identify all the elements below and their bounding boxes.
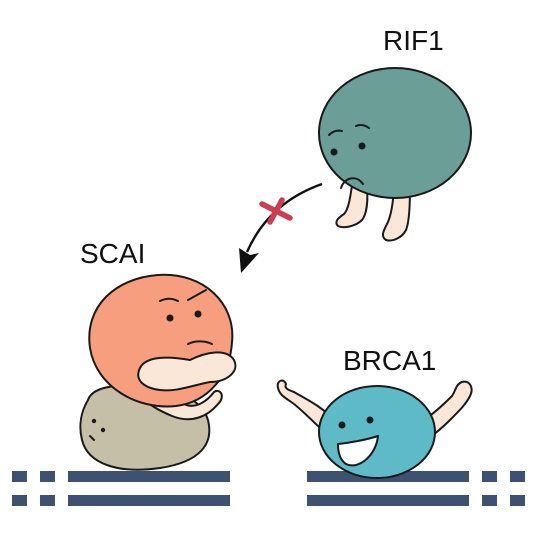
brca1-eye-right [366, 416, 374, 424]
rif1-body [318, 67, 472, 199]
dna-left-stub-1-top [12, 471, 27, 482]
dna-left-strand-bottom [68, 495, 230, 506]
rif1-eye-left [330, 148, 338, 156]
scai-label: SCAI [80, 238, 145, 269]
dna-right-stub-1-bottom [482, 495, 497, 506]
companion-eye-right [100, 427, 106, 433]
rif1-label: RIF1 [383, 25, 444, 56]
scai-eye-left [166, 314, 174, 322]
brca1-body [318, 385, 436, 479]
scai-brow-right [187, 289, 207, 301]
dna-right [307, 471, 525, 506]
scai-protein [88, 273, 237, 421]
rif1-leg-left [335, 184, 369, 229]
brca1-eye-left [338, 421, 346, 429]
dna-right-stub-1-top [482, 471, 497, 482]
rif1-protein [318, 67, 472, 242]
rif1-eye-right [358, 142, 366, 150]
dna-right-stub-2-top [510, 471, 525, 482]
rif1-brow-left [328, 129, 343, 136]
dna-left-stub-2-bottom [40, 495, 55, 506]
brca1-smile [337, 435, 379, 467]
dna-right-stub-2-bottom [510, 495, 525, 506]
scai-arm-upper [137, 351, 237, 392]
brca1-protein [276, 379, 473, 479]
blocked-arrow [239, 182, 323, 273]
red-cross-icon [259, 197, 293, 225]
companion-eye-left [91, 418, 97, 424]
scai-eye-right [194, 310, 202, 318]
brca1-label: BRCA1 [343, 345, 436, 376]
dna-left-stub-2-top [40, 471, 55, 482]
dna-left-stub-1-bottom [12, 495, 27, 506]
scai-brow-left [159, 297, 179, 302]
dna-left [12, 471, 230, 506]
scai-mouth [187, 340, 213, 345]
rif1-brow-right [355, 123, 370, 129]
brca1-arm-right [423, 380, 473, 441]
rif1-frown [340, 177, 364, 189]
arrow-head-icon [239, 248, 259, 273]
dna-right-strand-bottom [307, 495, 469, 506]
dna-left-strand-top [68, 471, 230, 482]
companion-mouth [89, 435, 95, 441]
